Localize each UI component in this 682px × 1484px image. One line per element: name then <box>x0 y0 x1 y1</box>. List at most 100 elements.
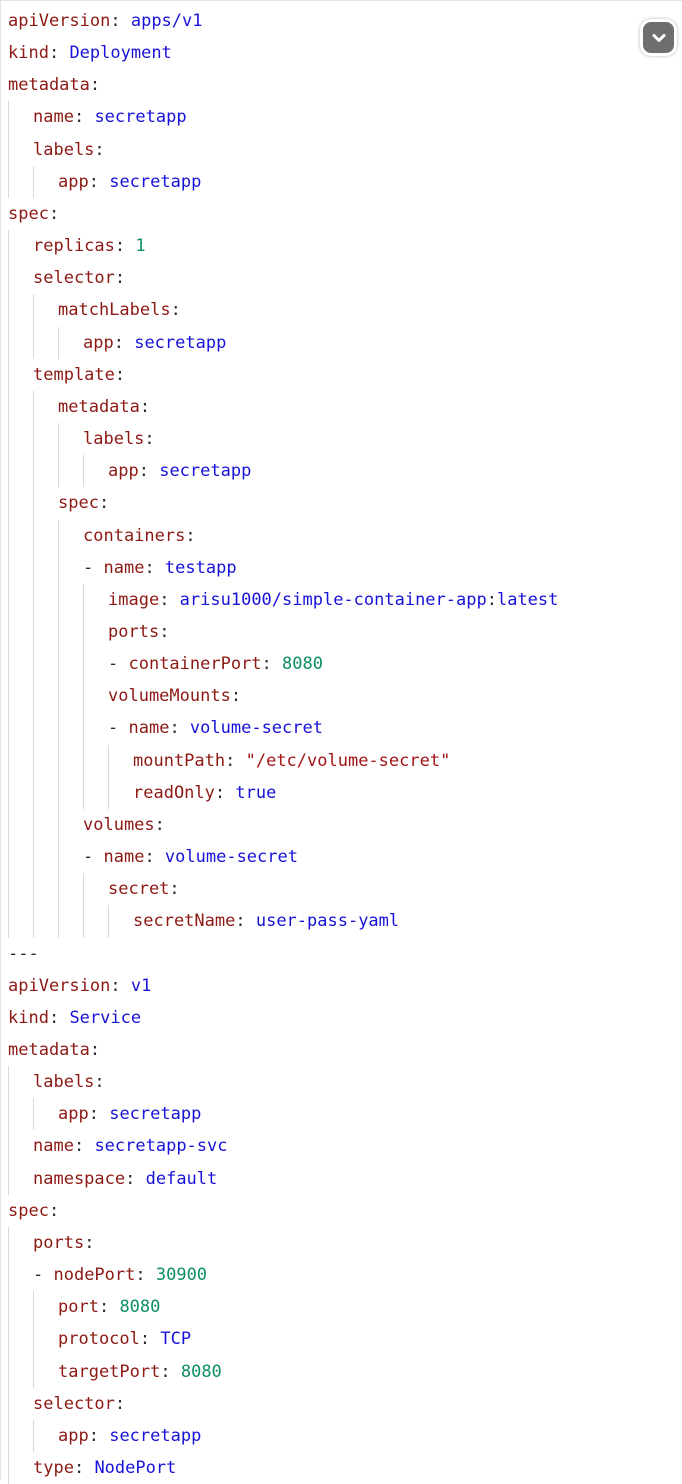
code-token-str: secretapp <box>109 1425 202 1446</box>
code-token-pun: : <box>144 557 165 578</box>
indent-guide <box>8 1066 33 1099</box>
indent-guide <box>33 294 58 327</box>
code-token-pun: : <box>110 11 131 31</box>
indent-guide <box>33 1419 58 1453</box>
code-token-key: readOnly <box>133 782 215 803</box>
indent-guide <box>8 294 33 327</box>
indent-guide <box>8 1387 33 1420</box>
indent-guide <box>58 680 83 713</box>
code-line: kind: Deployment <box>8 37 682 69</box>
code-token-pun: : <box>185 525 196 546</box>
indent-guide <box>58 455 83 488</box>
code-token-key: mountPath <box>133 750 226 771</box>
collapse-code-button[interactable] <box>640 19 677 56</box>
code-line: apiVersion: v1 <box>8 970 682 1002</box>
code-line: spec: <box>8 198 682 230</box>
indent-guide <box>8 1323 33 1356</box>
code-token-pun: : <box>88 1104 110 1125</box>
code-token-key: apiVersion <box>8 11 111 31</box>
code-token-key: namespace <box>33 1168 126 1189</box>
code-token-pun: : <box>139 396 151 417</box>
code-token-str: secretapp <box>109 171 202 192</box>
code-token-key: name <box>33 107 74 128</box>
indent-guide <box>108 905 133 938</box>
code-line: targetPort: 8080 <box>8 1355 682 1388</box>
indent-guide <box>8 1419 33 1453</box>
code-token-key: metadata <box>58 396 140 417</box>
code-token-key: ports <box>33 1232 85 1253</box>
indent-guide <box>83 776 108 809</box>
code-token-str: Deployment <box>69 43 172 64</box>
code-token-pun: : <box>160 1361 181 1382</box>
code-token-pun: : <box>73 1136 95 1157</box>
code-line: metadata: <box>8 390 682 424</box>
code-token-key: secretName <box>133 911 236 932</box>
indent-guide <box>8 841 33 874</box>
code-line: spec: <box>8 1195 682 1227</box>
code-line: name: secretapp-svc <box>8 1130 682 1163</box>
code-token-pun: : <box>114 1393 126 1414</box>
code-token-key: name <box>103 557 145 578</box>
indent-guide <box>8 487 33 520</box>
code-token-pun: : <box>486 589 497 610</box>
code-token-key: type <box>33 1458 74 1479</box>
code-token-key: spec <box>58 493 99 514</box>
code-token-bool: true <box>235 782 277 803</box>
code-token-pun: : <box>48 203 60 224</box>
code-token-pun: --- <box>8 943 39 964</box>
indent-guide <box>108 776 133 809</box>
code-token-str: secretapp-svc <box>94 1136 228 1157</box>
code-token-key: app <box>83 332 114 353</box>
code-line: app: secretapp <box>8 1419 682 1453</box>
code-line: spec: <box>8 487 682 520</box>
code-token-pun: - <box>83 557 104 578</box>
indent-guide <box>83 615 108 649</box>
indent-guide <box>8 1162 33 1195</box>
code-token-pun: : <box>135 1265 156 1286</box>
code-token-pun: : <box>125 1168 146 1189</box>
code-token-num: 8080 <box>119 1297 161 1318</box>
indent-guide <box>8 1355 33 1388</box>
code-line: --- <box>8 938 682 970</box>
code-line: labels: <box>8 133 682 166</box>
code-token-pun: : <box>230 686 242 707</box>
code-line: app: secretapp <box>8 455 682 488</box>
indent-guide <box>33 808 58 842</box>
code-token-key: ports <box>108 621 160 642</box>
indent-guide <box>8 744 33 777</box>
code-line: - name: volume-secret <box>8 712 682 745</box>
indent-guide <box>33 583 58 616</box>
indent-guide <box>58 841 83 874</box>
code-token-key: targetPort <box>58 1361 161 1382</box>
indent-guide <box>33 1355 58 1388</box>
code-token-num: 1 <box>135 236 146 257</box>
code-token-qstr: "/etc/volume-secret" <box>245 750 451 771</box>
code-token-str: latest <box>496 589 559 610</box>
code-token-str: default <box>145 1168 218 1189</box>
code-line: namespace: default <box>8 1162 682 1195</box>
indent-guide <box>33 615 58 649</box>
indent-guide <box>33 519 58 552</box>
code-token-key: kind <box>8 1007 49 1028</box>
indent-guide <box>8 905 33 938</box>
code-token-key: metadata <box>8 1040 90 1060</box>
indent-guide <box>83 680 108 713</box>
indent-guide <box>58 808 83 842</box>
code-token-pun: : <box>98 493 110 514</box>
code-token-num: 30900 <box>155 1265 208 1286</box>
indent-guide <box>33 455 58 488</box>
code-token-key: name <box>103 847 145 868</box>
code-token-pun: : <box>214 782 236 803</box>
indent-guide <box>33 487 58 520</box>
code-token-str: Service <box>69 1007 142 1028</box>
code-token-num: 8080 <box>180 1361 222 1382</box>
code-token-pun: : <box>88 1425 110 1446</box>
code-token-pun: : <box>114 364 126 385</box>
code-token-pun: - <box>108 718 129 739</box>
code-token-str: secretapp <box>109 1104 202 1125</box>
indent-guide <box>83 712 108 745</box>
code-token-str: user-pass-yaml <box>255 911 400 932</box>
code-line: selector: <box>8 262 682 295</box>
code-line: apiVersion: apps/v1 <box>8 5 682 37</box>
code-line: - name: testapp <box>8 551 682 584</box>
